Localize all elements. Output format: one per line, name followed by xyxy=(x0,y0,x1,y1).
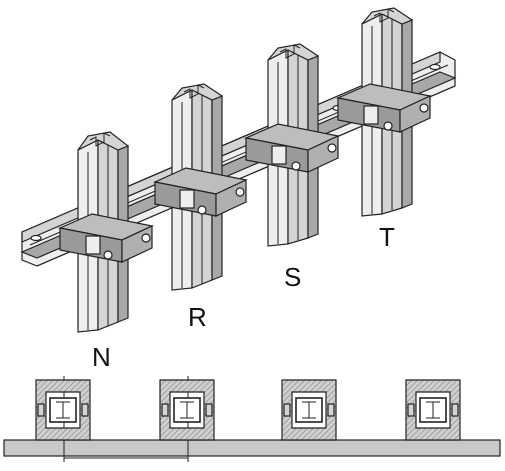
label-s: S xyxy=(284,262,301,292)
clamp-r xyxy=(153,167,248,217)
screw-icon xyxy=(383,121,393,131)
section-s xyxy=(281,379,337,441)
screw-icon xyxy=(197,205,207,215)
section-t xyxy=(405,379,461,441)
screw-icon xyxy=(327,143,337,153)
cross-section-view xyxy=(3,376,501,462)
section-n xyxy=(35,379,91,441)
label-t: T xyxy=(379,222,395,252)
screw-icon xyxy=(291,161,301,171)
clamp-n xyxy=(57,213,154,263)
section-r xyxy=(159,379,215,441)
clamp-t xyxy=(335,83,432,133)
screw-icon xyxy=(235,187,245,197)
screw-icon xyxy=(141,233,151,243)
base-plate xyxy=(3,439,501,457)
profile-column-s xyxy=(243,43,340,247)
label-n: N xyxy=(92,342,111,372)
label-r: R xyxy=(188,302,207,332)
profile-column-t xyxy=(335,7,432,217)
profile-column-r xyxy=(153,83,248,291)
clamp-s xyxy=(243,123,340,173)
screw-icon xyxy=(103,250,113,260)
profile-column-n xyxy=(57,131,154,333)
screw-icon xyxy=(419,103,429,113)
